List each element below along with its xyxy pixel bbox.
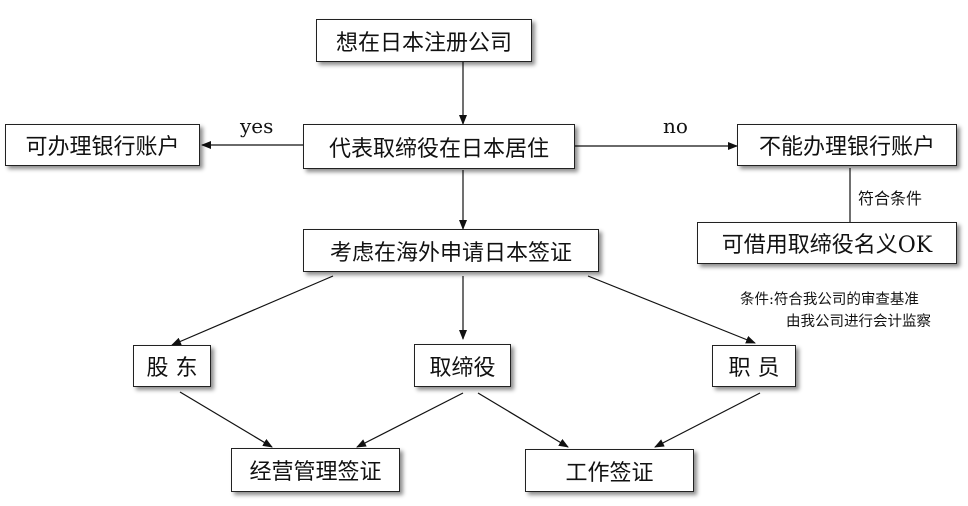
arrow-director-to-business bbox=[356, 392, 464, 448]
node-work-visa: 工作签证 bbox=[525, 449, 694, 492]
arrow-to-employee bbox=[587, 275, 756, 344]
arrow-director-to-work bbox=[477, 392, 569, 448]
node-overseas-visa: 考虑在海外申请日本签证 bbox=[303, 229, 599, 272]
arrow-to-shareholder bbox=[171, 275, 334, 346]
arrow-shareholder-to-business bbox=[179, 391, 273, 448]
edge-label-yes: yes bbox=[240, 114, 274, 138]
conditions-note-line1: 条件:符合我公司的审查基准 bbox=[740, 292, 919, 308]
edge-label-meets-conditions: 符合条件 bbox=[858, 189, 923, 208]
arrow-employee-to-work bbox=[654, 392, 761, 448]
node-director: 取缔役 bbox=[414, 344, 511, 387]
conditions-note: 条件:符合我公司的审查基准 由我公司进行会计监察 bbox=[740, 289, 931, 333]
node-can-open-account: 可办理银行账户 bbox=[5, 124, 200, 166]
node-director-resident: 代表取缔役在日本居住 bbox=[303, 124, 575, 169]
edge-label-no: no bbox=[663, 114, 688, 138]
node-shareholder: 股 东 bbox=[133, 345, 211, 387]
node-start: 想在日本注册公司 bbox=[316, 19, 532, 62]
node-business-visa: 经营管理签证 bbox=[231, 448, 400, 492]
node-cannot-open-account: 不能办理银行账户 bbox=[737, 124, 957, 166]
node-borrow-director-name: 可借用取缔役名义OK bbox=[697, 222, 957, 264]
conditions-note-line2: 由我公司进行会计监察 bbox=[786, 314, 931, 330]
node-employee: 职 员 bbox=[712, 345, 796, 387]
